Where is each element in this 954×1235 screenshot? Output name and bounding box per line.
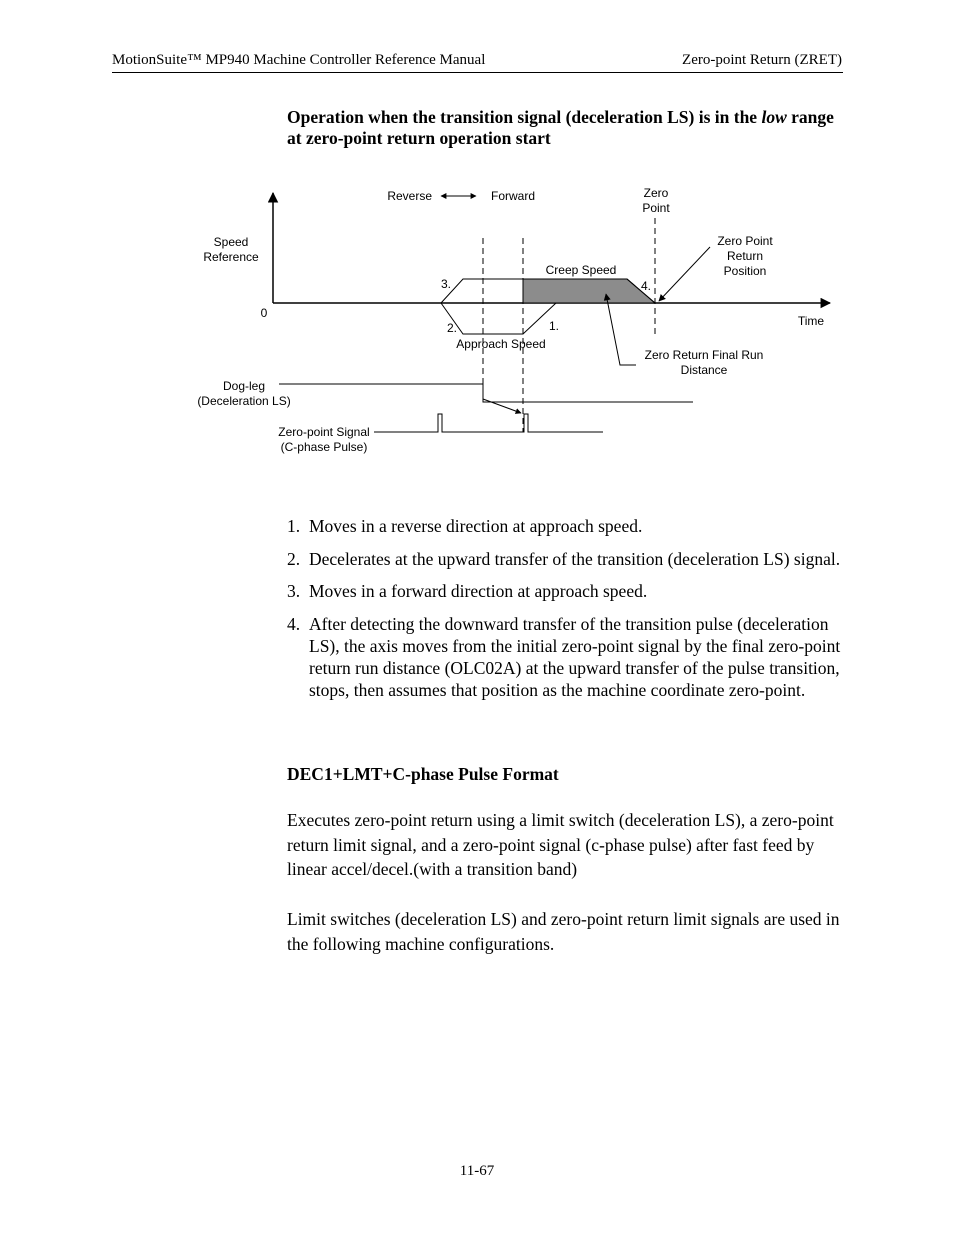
zero-point-return-position-arrow	[658, 246, 711, 302]
page-number: 11-67	[459, 1163, 495, 1179]
step-number: 2.	[287, 548, 301, 569]
final-run-distance-line1: Zero Return Final Run	[645, 348, 764, 362]
step-item: 2. Decelerates at the upward transfer of …	[287, 548, 847, 570]
dogleg-label-line2: (Deceleration LS)	[197, 394, 290, 408]
reverse-label: Reverse	[387, 189, 432, 203]
speed-reference-label-line2: Reference	[203, 250, 259, 264]
creep-speed-label: Creep Speed	[546, 263, 617, 277]
section-title: Operation when the transition signal (de…	[287, 107, 847, 149]
marker-4: 4.	[641, 279, 651, 293]
forward-speed-profile	[440, 278, 656, 304]
manual-title: MotionSuite™ MP940 Machine Controller Re…	[112, 52, 486, 68]
section-title-suffix: range at zero-point return operation sta…	[287, 107, 834, 148]
section-name: Zero-point Return (ZRET)	[682, 52, 842, 68]
step-text: Moves in a forward direction at approach…	[309, 581, 648, 601]
step-number: 3.	[287, 581, 301, 601]
step-text: Decelerates at the upward transfer of th…	[309, 548, 841, 569]
time-axis-label: Time	[798, 314, 825, 328]
paragraph-limit-switches: Limit switches (deceleration LS) and zer…	[287, 909, 840, 954]
section-title-emphasis: low	[761, 107, 787, 127]
step-number: 4.	[287, 613, 301, 634]
speed-reference-label-line1: Speed	[214, 235, 249, 249]
step-item: 1. Moves in a reverse direction at approa…	[287, 515, 847, 537]
marker-1: 1.	[549, 319, 559, 333]
step-number: 1.	[287, 516, 301, 536]
zero-point-label-line1: Zero	[644, 186, 669, 200]
dogleg-signal-trace	[279, 383, 693, 403]
final-run-distance-line2: Distance	[681, 363, 728, 377]
zero-point-return-position-line3: Position	[724, 264, 767, 278]
final-run-distance-pointer	[603, 293, 636, 366]
header-rule	[112, 72, 843, 73]
zero-point-return-position-line1: Zero Point	[717, 234, 773, 248]
zero-point-label-line2: Point	[642, 201, 670, 215]
step-text: After detecting the downward transfer of…	[309, 613, 841, 700]
step-item: 4. After detecting the downward transfer …	[287, 613, 847, 701]
c-phase-pulse-trace	[374, 413, 603, 433]
marker-2: 2.	[447, 321, 457, 335]
forward-label: Forward	[491, 189, 535, 203]
operation-steps-list: 1. Moves in a reverse direction at approa…	[287, 515, 847, 711]
step-text: Moves in a reverse direction at approach…	[309, 516, 643, 536]
marker-3: 3.	[441, 277, 451, 291]
step-item: 3. Moves in a forward direction at approa…	[287, 580, 847, 602]
zero-return-timing-diagram: Reverse Forward Zero Point Speed Referen…	[197, 186, 832, 454]
zero-signal-label-line1: Zero-point Signal	[278, 425, 369, 439]
dogleg-to-cphase-arrow	[482, 398, 522, 414]
origin-label: 0	[261, 306, 268, 320]
creep-speed-region	[522, 278, 657, 304]
sub-heading: DEC1+LMT+C-phase Pulse Format	[287, 764, 559, 784]
dogleg-label-line1: Dog-leg	[223, 379, 265, 393]
zero-signal-label-line2: (C-phase Pulse)	[281, 440, 368, 454]
paragraph-executes: Executes zero-point return using a limit…	[287, 810, 834, 879]
zero-point-return-position-line2: Return	[727, 249, 763, 263]
approach-speed-label: Approach Speed	[456, 337, 545, 351]
reverse-speed-profile	[440, 302, 557, 335]
section-title-prefix: Operation when the transition signal (de…	[287, 107, 762, 127]
